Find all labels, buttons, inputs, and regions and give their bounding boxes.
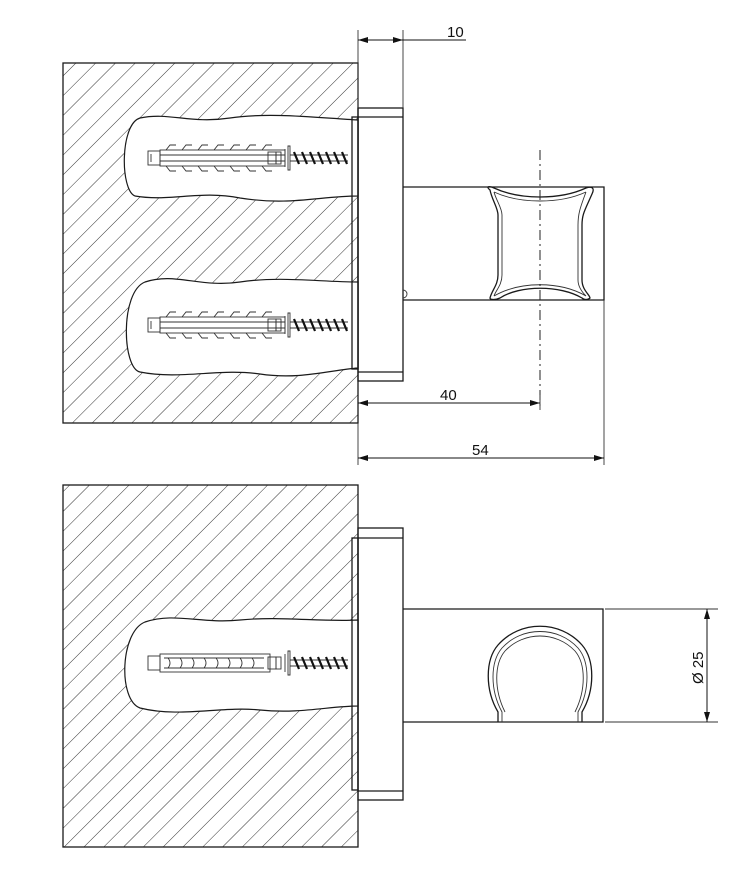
bottom-view	[62, 484, 604, 848]
drill-hole-upper	[123, 114, 359, 202]
dimension-label-10: 10	[447, 24, 464, 41]
drill-hole-lower	[125, 278, 359, 377]
dimension-flange-thickness: 10	[357, 24, 466, 108]
dimension-label-54: 54	[472, 442, 489, 459]
ring-clip	[487, 625, 593, 722]
dimension-center-distance: 40	[357, 387, 541, 465]
dimension-ring-diameter: Ø 25	[605, 608, 718, 723]
wall-flange-bottom	[357, 527, 404, 801]
wall-flange-top	[357, 107, 404, 382]
holder-clip-top	[487, 186, 594, 301]
top-view	[62, 62, 605, 424]
dimension-total-depth: 54	[358, 300, 605, 465]
dimension-label-diameter-25: Ø 25	[690, 651, 707, 684]
dimension-label-40: 40	[440, 387, 457, 404]
